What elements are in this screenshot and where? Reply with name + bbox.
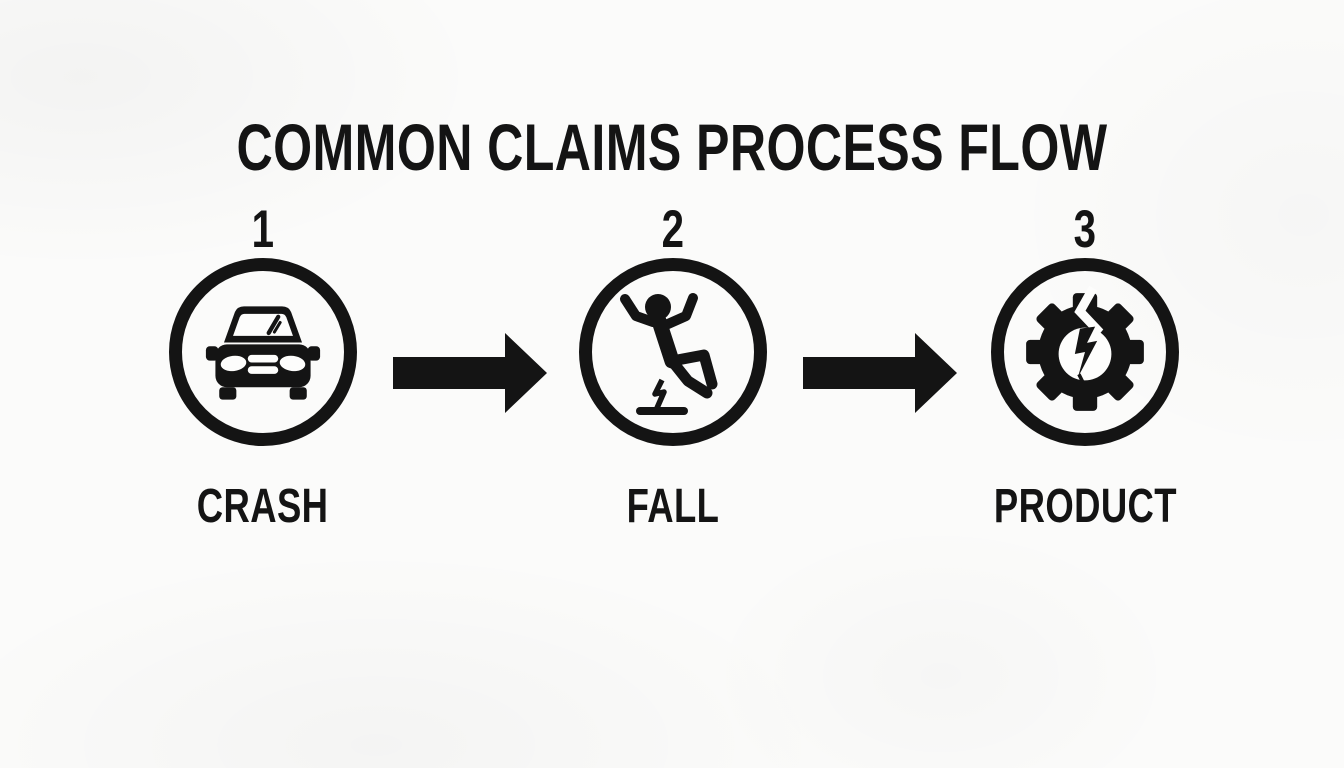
crash-circle (169, 258, 357, 446)
step-label: CRASH (123, 480, 403, 533)
step-product: 3 (945, 202, 1225, 533)
step-label-text: FALL (626, 480, 720, 533)
fall-circle (579, 258, 767, 446)
diagram-title-text: COMMON CLAIMS PROCESS FLOW (236, 110, 1108, 184)
step-number: 2 (533, 202, 813, 258)
step-label-text: PRODUCT (993, 480, 1177, 533)
step-label: FALL (533, 480, 813, 533)
step-number-text: 2 (661, 200, 685, 259)
step-label-text: CRASH (197, 480, 329, 533)
step-label: PRODUCT (945, 480, 1225, 533)
arrow-right-icon (393, 333, 547, 413)
step-number: 1 (123, 202, 403, 258)
step-fall: 2 FALL (533, 202, 813, 533)
step-number: 3 (945, 202, 1225, 258)
falling-person-icon (620, 293, 718, 415)
step-crash: 1 (123, 202, 403, 533)
car-icon (205, 306, 321, 400)
arrow-right-icon (803, 333, 957, 413)
diagram-title: COMMON CLAIMS PROCESS FLOW (0, 112, 1344, 182)
broken-gear-icon (1026, 285, 1144, 411)
product-circle (991, 258, 1179, 446)
step-number-text: 3 (1073, 200, 1097, 259)
step-number-text: 1 (251, 200, 275, 259)
